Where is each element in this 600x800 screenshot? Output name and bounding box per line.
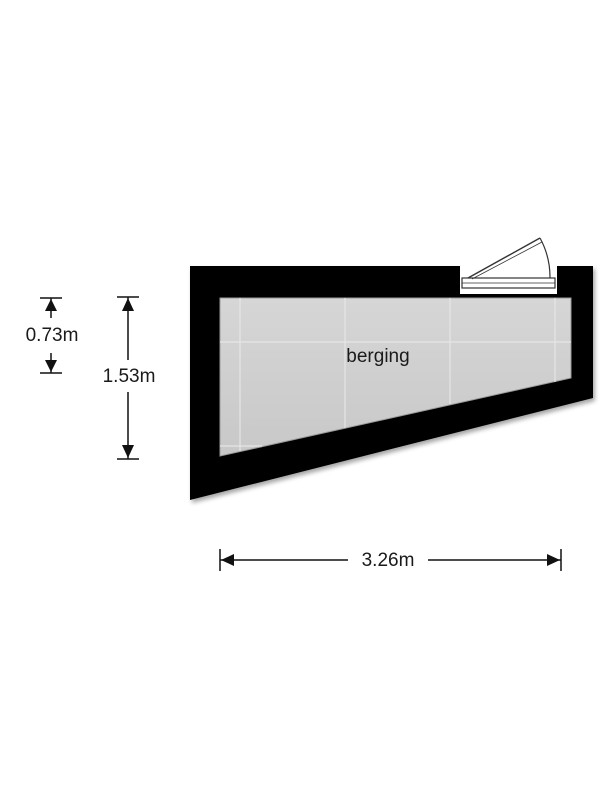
- dim-arrow-left: [221, 554, 234, 566]
- floor-tiles: [220, 298, 571, 451]
- dimension-label-width: 3.26m: [362, 550, 415, 571]
- dim-arrow-up: [122, 298, 134, 311]
- dimension-height-partial: [40, 297, 62, 374]
- dim-arrow-up: [45, 299, 57, 311]
- dim-arrow-right: [547, 554, 560, 566]
- door-leaf: [467, 237, 541, 279]
- dimension-label-partial: 0.73m: [26, 325, 79, 346]
- door-leaf-inner: [471, 241, 543, 280]
- door: [461, 237, 556, 289]
- room-label: berging: [346, 346, 409, 367]
- dim-arrow-down: [45, 360, 57, 372]
- dimension-height-total: [117, 296, 139, 460]
- dim-arrow-down: [122, 445, 134, 458]
- door-swing-arc: [539, 237, 551, 279]
- dimension-width: [219, 549, 562, 571]
- dimension-label-total: 1.53m: [103, 366, 156, 387]
- room-floor: [219, 297, 572, 457]
